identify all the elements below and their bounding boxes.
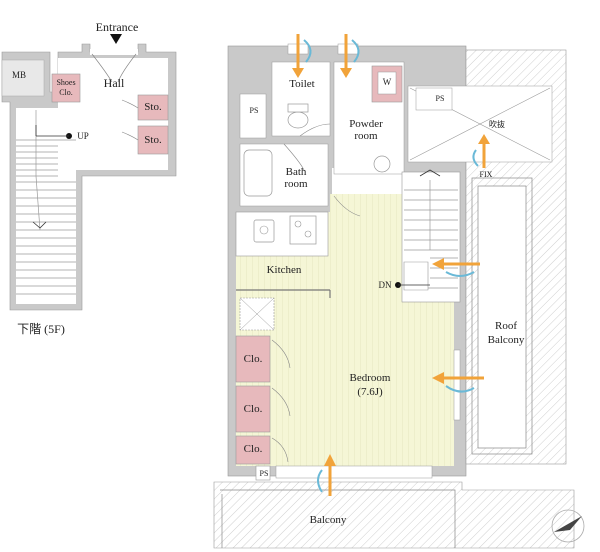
airflow-arrow-icon (432, 372, 484, 393)
fix-window-label: FIX (479, 170, 493, 179)
washer-label: W (382, 77, 392, 87)
airflow-arrow-icon (472, 134, 490, 168)
bedroom-label-line2: (7.6J) (357, 386, 383, 398)
airflow-arrow-icon (292, 34, 312, 78)
kitchen-label: Kitchen (266, 264, 302, 276)
powder-room-label-line2: room (354, 130, 378, 142)
ps-label-right: PS (435, 94, 445, 103)
powder-room-label-line1: Powder (349, 118, 383, 130)
lower-floor-label: 下階 (5F) (17, 322, 65, 336)
closet-label-2: Clo. (243, 403, 263, 415)
toilet-label: Toilet (289, 78, 315, 90)
roof-balcony-label-line1: Roof (495, 320, 517, 332)
closet-label-3: Clo. (243, 443, 263, 455)
balcony-label: Balcony (309, 514, 347, 526)
bedroom-kitchen-floor (236, 194, 454, 466)
compass-icon (551, 509, 585, 543)
closet-label-1: Clo. (243, 353, 263, 365)
up-label: UP (77, 131, 89, 141)
shoes-closet-label-line1: Shoes (56, 78, 76, 87)
shoes-closet-label-line2: Clo. (59, 88, 73, 97)
hall-label: Hall (103, 76, 125, 90)
bath-room-label-line1: Bath (285, 166, 307, 178)
bedroom-label-line1: Bedroom (349, 372, 391, 384)
storage-label-1: Sto. (144, 101, 162, 113)
storage-label-2: Sto. (144, 134, 162, 146)
airflow-arrow-icon (432, 258, 480, 277)
roof-balcony-label-line2: Balcony (487, 334, 525, 346)
lower-floor-plan (1, 34, 177, 311)
down-label: DN (378, 280, 392, 290)
airflow-arrow-icon (317, 454, 336, 496)
void-label: 吹抜 (489, 120, 505, 129)
airflow-arrows (292, 34, 490, 496)
ps-label-left: PS (249, 106, 259, 115)
entrance-arrow-icon (110, 34, 122, 44)
ps-label-bottom: PS (259, 469, 269, 478)
entrance-label: Entrance (95, 20, 139, 34)
bath-room-label-line2: room (284, 178, 308, 190)
balcony-area (213, 481, 575, 549)
main-floor-plan (213, 43, 575, 549)
airflow-arrow-icon (340, 34, 360, 78)
mb-label: MB (11, 70, 26, 80)
